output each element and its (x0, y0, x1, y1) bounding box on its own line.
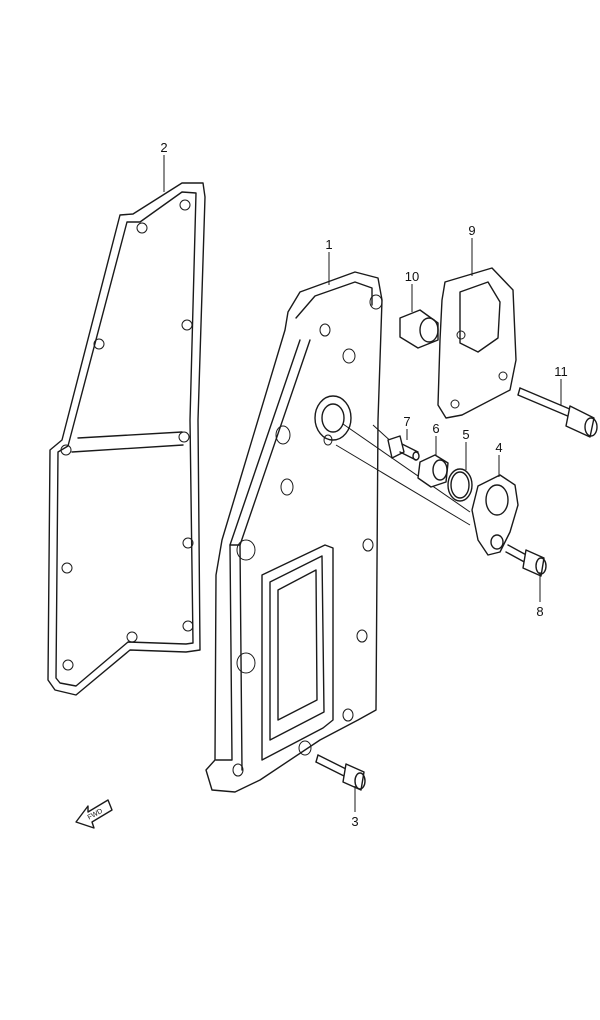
fwd-arrow-icon: FWD (75, 799, 113, 829)
part-6-bushing (417, 454, 449, 488)
callout-6: 6 (432, 421, 439, 436)
callout-8: 8 (536, 604, 543, 619)
callout-9: 9 (468, 223, 475, 238)
part-2-gasket (47, 182, 206, 696)
callout-10: 10 (405, 269, 419, 284)
callout-5: 5 (462, 427, 469, 442)
callout-labels: 2 1 9 10 11 7 6 5 4 8 3 (160, 140, 567, 829)
part-10-collar (399, 309, 439, 349)
part-9-plate (437, 267, 517, 419)
callout-7: 7 (403, 414, 410, 429)
callout-4: 4 (495, 440, 502, 455)
part-7-bolt (387, 435, 420, 461)
part-11-bolt (517, 387, 598, 438)
part-5-o-ring (447, 468, 473, 502)
part-3-bolt (315, 754, 366, 791)
callout-11: 11 (554, 364, 568, 379)
part-4-lever (471, 474, 519, 556)
callout-leaders (163, 155, 562, 812)
callout-2: 2 (160, 140, 167, 155)
part-8-bolt (505, 544, 547, 577)
assembly-guide-lines (335, 423, 471, 526)
part-1-exhaust-cover (205, 271, 383, 793)
callout-3: 3 (351, 814, 358, 829)
callout-1: 1 (325, 237, 332, 252)
